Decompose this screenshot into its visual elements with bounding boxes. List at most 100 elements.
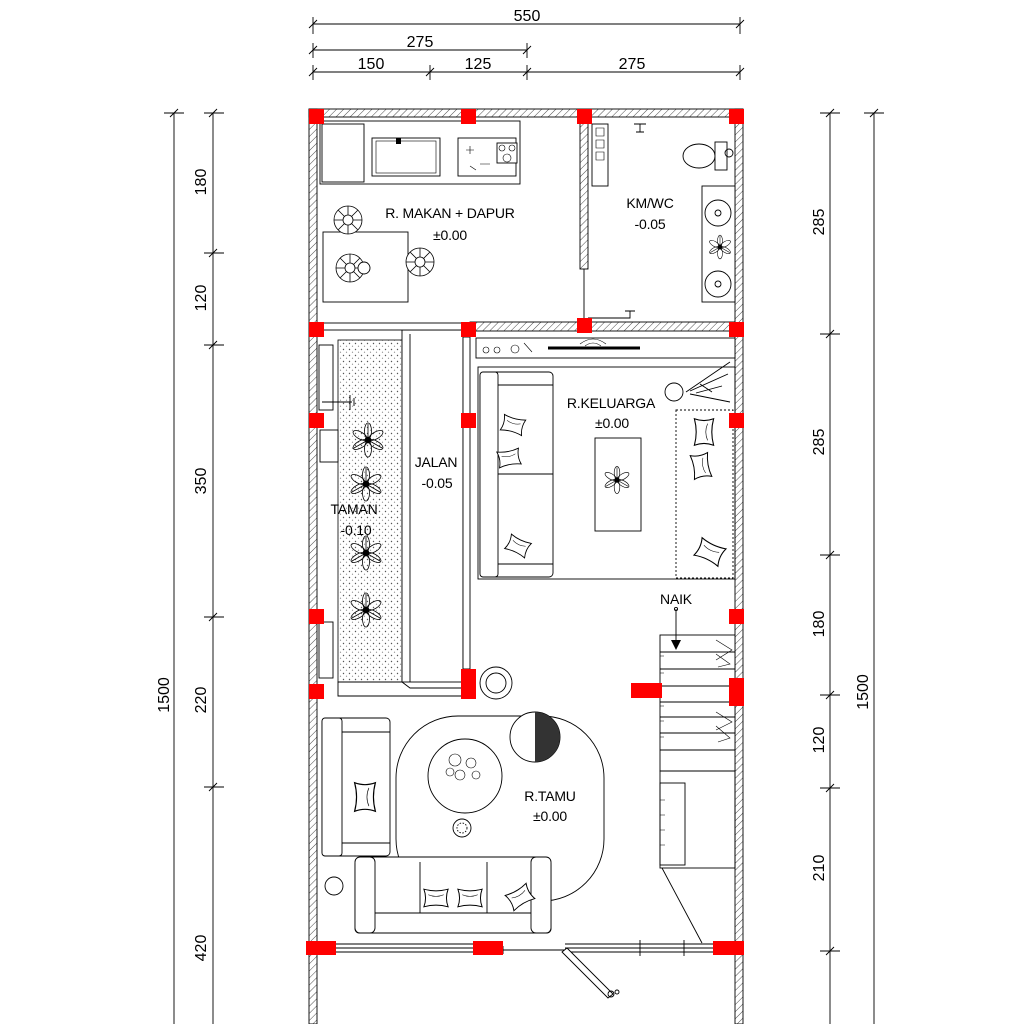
plant-icon xyxy=(685,361,731,403)
kitchen-sink-basin xyxy=(375,140,437,174)
top-dimensions: 550 275 150 125 275 xyxy=(308,8,745,80)
armchair-icon xyxy=(689,452,713,480)
console-decor xyxy=(482,342,533,354)
column xyxy=(461,322,476,337)
arrow-down-icon xyxy=(671,640,681,650)
faucet-icon xyxy=(396,138,401,144)
floor-lamp-shade xyxy=(535,712,560,762)
dining-chair xyxy=(405,247,435,277)
room-level-walkway: -0.05 xyxy=(422,475,453,491)
storage-diagonal xyxy=(661,867,703,944)
dim-line-segments xyxy=(308,65,745,80)
bathroom-door xyxy=(583,269,635,322)
side-table xyxy=(479,666,513,700)
living-sofa-arm xyxy=(354,856,376,934)
stove-burners xyxy=(498,144,516,163)
stair-balusters xyxy=(660,655,664,738)
dim-line-half xyxy=(308,43,532,58)
stair-decor xyxy=(715,639,733,743)
column xyxy=(309,609,324,624)
dim-left-segment-4: 220 xyxy=(193,687,210,714)
wall-garden-top xyxy=(316,322,471,331)
column xyxy=(729,322,744,337)
sink-drain xyxy=(714,209,722,217)
column xyxy=(473,941,503,955)
garden-fixture xyxy=(319,429,339,463)
family-rug xyxy=(477,366,736,580)
column xyxy=(713,941,744,955)
toilet-tank xyxy=(714,141,728,171)
structural-columns xyxy=(306,109,744,955)
column xyxy=(631,683,662,698)
stair-direction-origin xyxy=(673,606,679,612)
column xyxy=(577,318,592,333)
column xyxy=(577,109,592,124)
stair-outline xyxy=(659,634,736,772)
dim-line-left-segments xyxy=(204,108,224,1024)
armchair-rug xyxy=(675,409,734,579)
dim-top-overall: 550 xyxy=(514,8,541,25)
cushion-icon xyxy=(354,782,376,812)
dim-top-segment-2: 125 xyxy=(465,56,492,73)
garden-tap-icon xyxy=(322,395,355,410)
walkway-area xyxy=(401,329,471,683)
corner-table xyxy=(324,876,344,896)
right-dimensions: 285 285 180 120 210 1500 xyxy=(811,108,884,1024)
living-sofa-side-seams xyxy=(342,731,390,844)
storage-shelf-lines xyxy=(660,799,665,846)
dim-line-overall xyxy=(308,17,745,34)
room-level-family: ±0.00 xyxy=(595,415,629,431)
door-threshold xyxy=(502,946,565,954)
cushion-icon xyxy=(423,888,449,908)
room-name-garden: TAMAN xyxy=(331,501,378,517)
living-sofa-main-back xyxy=(354,912,552,934)
armchair-icon xyxy=(693,418,715,446)
family-sofa-seams xyxy=(498,384,553,565)
bathroom xyxy=(591,123,736,303)
garden-window-1 xyxy=(318,344,334,411)
column xyxy=(309,684,324,699)
tv-stand xyxy=(579,338,607,347)
wall-left xyxy=(308,108,318,1024)
room-level-dining-kitchen: ±0.00 xyxy=(433,227,467,243)
pouf-center xyxy=(456,822,468,834)
wall-middle xyxy=(469,321,736,332)
stair-treads xyxy=(660,651,735,751)
stove-icon xyxy=(496,142,518,164)
column xyxy=(461,109,476,124)
dim-left-overall: 1500 xyxy=(156,677,173,713)
kitchen-utensils xyxy=(466,146,490,171)
sink-icon xyxy=(704,270,732,298)
dim-top-segment-1: 150 xyxy=(358,56,385,73)
door-handle-icon xyxy=(614,989,620,995)
under-stair-storage xyxy=(659,770,736,869)
pouf xyxy=(452,818,472,838)
dining-plate xyxy=(357,261,371,275)
walkway-floor xyxy=(401,329,464,683)
column xyxy=(309,109,324,124)
room-name-bathroom: KM/WC xyxy=(626,195,673,211)
dim-left-segment-1: 180 xyxy=(193,169,210,196)
room-name-dining-kitchen: R. MAKAN + DAPUR xyxy=(385,205,515,221)
dim-left-segment-2: 120 xyxy=(193,285,210,312)
storage-shelf xyxy=(659,782,686,866)
column xyxy=(729,609,744,624)
wall-bathroom xyxy=(579,116,589,270)
dim-line-left-overall xyxy=(164,108,184,1024)
dim-top-half: 275 xyxy=(407,34,434,51)
dim-right-segment-5: 210 xyxy=(811,855,828,882)
column xyxy=(309,322,324,337)
sink-drain xyxy=(714,280,722,288)
dim-right-segment-3: 180 xyxy=(811,611,828,638)
column xyxy=(461,413,476,428)
lamp-icon xyxy=(664,382,684,402)
room-level-living: ±0.00 xyxy=(533,808,567,824)
garden-window-2 xyxy=(318,621,334,679)
column xyxy=(729,413,744,428)
bathroom-shelf-items xyxy=(595,127,605,161)
door-handle-icon xyxy=(607,990,615,998)
dim-right-segment-4: 120 xyxy=(811,727,828,754)
garden-step xyxy=(337,681,464,697)
bottom-window-right xyxy=(565,940,713,956)
dim-right-segment-1: 285 xyxy=(811,209,828,236)
